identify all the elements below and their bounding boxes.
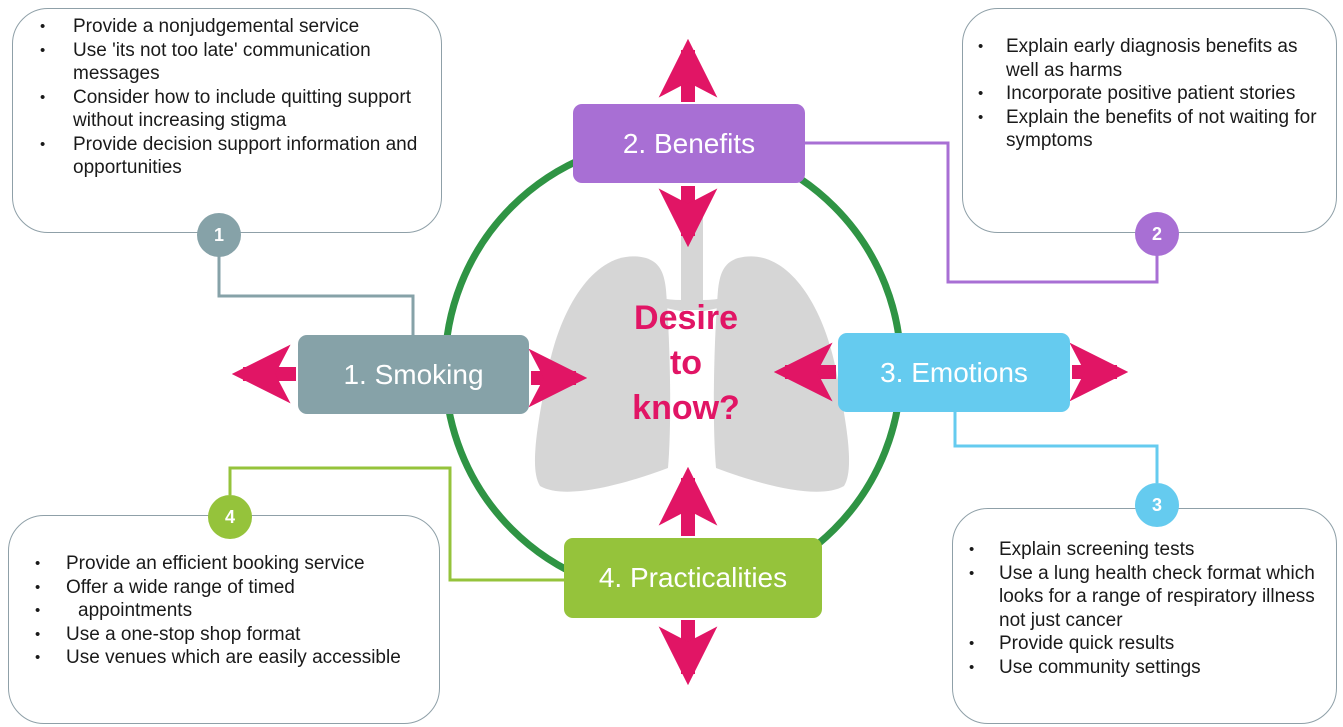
note-item: Explain early diagnosis benefits as well… [978, 35, 1326, 82]
factor-benefits: 2. Benefits [573, 104, 805, 183]
badge-4: 4 [208, 495, 252, 539]
connector-4 [228, 466, 564, 582]
note-item: Use 'its not too late' communication mes… [40, 39, 445, 86]
center-line: Desire [634, 299, 738, 337]
note-item: Provide an efficient booking service [35, 552, 438, 576]
note-item: Use a lung health check format which loo… [969, 562, 1335, 633]
center-question: Desire to know? [596, 296, 776, 431]
note-item: Provide a nonjudgemental service [40, 15, 445, 39]
badge-2: 2 [1135, 212, 1179, 256]
note-item: Use venues which are easily accessible [35, 646, 438, 670]
note-item-continuation: appointments [35, 599, 438, 623]
badge-1: 1 [197, 213, 241, 257]
connector-3 [953, 412, 1159, 483]
connector-1 [217, 255, 415, 336]
factor-smoking: 1. Smoking [298, 335, 529, 414]
note-item: Provide quick results [969, 632, 1335, 656]
note-smoking: Provide a nonjudgemental service Use 'it… [12, 8, 442, 233]
note-practicalities: Provide an efficient booking service Off… [8, 515, 440, 724]
note-item: Provide decision support information and… [40, 133, 445, 180]
note-item: Consider how to include quitting support… [40, 86, 445, 133]
factor-practicalities: 4. Practicalities [564, 538, 822, 618]
note-item: Explain screening tests [969, 538, 1335, 562]
center-line: to [669, 344, 703, 382]
note-benefits: Explain early diagnosis benefits as well… [962, 8, 1337, 233]
connector-2 [805, 141, 1159, 284]
factor-emotions: 3. Emotions [838, 333, 1070, 412]
note-item: Offer a wide range of timed [35, 576, 438, 600]
note-item: Use community settings [969, 656, 1335, 680]
note-item: Explain the benefits of not waiting for … [978, 106, 1326, 153]
center-line: know? [632, 389, 740, 427]
note-item: Incorporate positive patient stories [978, 82, 1326, 106]
badge-3: 3 [1135, 483, 1179, 527]
note-item: Use a one-stop shop format [35, 623, 438, 647]
note-emotions: Explain screening tests Use a lung healt… [952, 508, 1337, 724]
